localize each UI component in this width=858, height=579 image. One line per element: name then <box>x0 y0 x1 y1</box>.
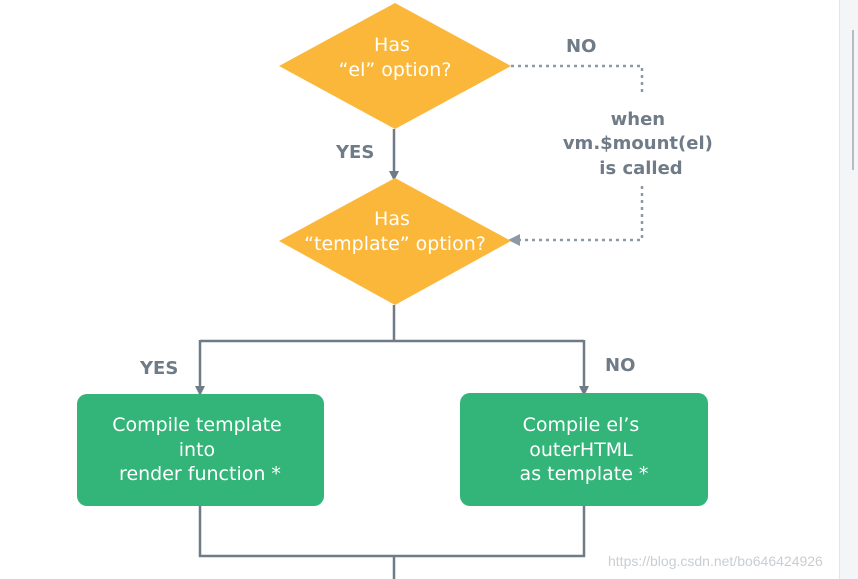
el-no-connector <box>511 64 644 93</box>
has-template-decision <box>279 178 511 305</box>
template-yes-label: YES <box>139 358 178 379</box>
mount-note-line-2: vm.$mount(el) <box>563 133 713 154</box>
page-edge-panel <box>839 0 858 579</box>
mount-note: when vm.$mount(el) is called <box>563 109 719 179</box>
compile-el-line-3: as template * <box>520 463 649 485</box>
has-el-decision-label: Has “el” option? <box>339 34 452 81</box>
compile-el-line-2: outerHTML <box>529 439 633 461</box>
mount-note-line-3: is called <box>599 158 682 179</box>
compile-template-line-3: render function * <box>119 463 281 485</box>
page-edge-tick <box>852 30 854 170</box>
mount-note-line-1: when <box>611 109 665 130</box>
compile-template-line-1: Compile template <box>112 414 282 436</box>
compile-el-box <box>460 393 708 506</box>
template-no-label: NO <box>605 355 635 376</box>
has-template-line-1: Has <box>374 208 410 230</box>
has-template-line-2: “template” option? <box>304 233 486 255</box>
has-el-line-2: “el” option? <box>339 59 452 81</box>
has-el-line-1: Has <box>374 34 410 56</box>
watermark-text: https://blog.csdn.net/bo646424926 <box>608 553 823 569</box>
compile-el-label: Compile el’s outerHTML as template * <box>520 414 649 485</box>
compile-template-line-2: into <box>179 439 215 461</box>
compile-template-box <box>77 394 324 506</box>
has-template-decision-label: Has “template” option? <box>304 208 486 255</box>
el-yes-label: YES <box>335 142 374 163</box>
el-no-label: NO <box>566 36 596 57</box>
compile-el-line-1: Compile el’s <box>523 414 640 436</box>
el-no-connector-return <box>508 186 644 246</box>
compile-template-label: Compile template into render function * <box>112 414 288 485</box>
has-el-decision <box>279 3 511 129</box>
